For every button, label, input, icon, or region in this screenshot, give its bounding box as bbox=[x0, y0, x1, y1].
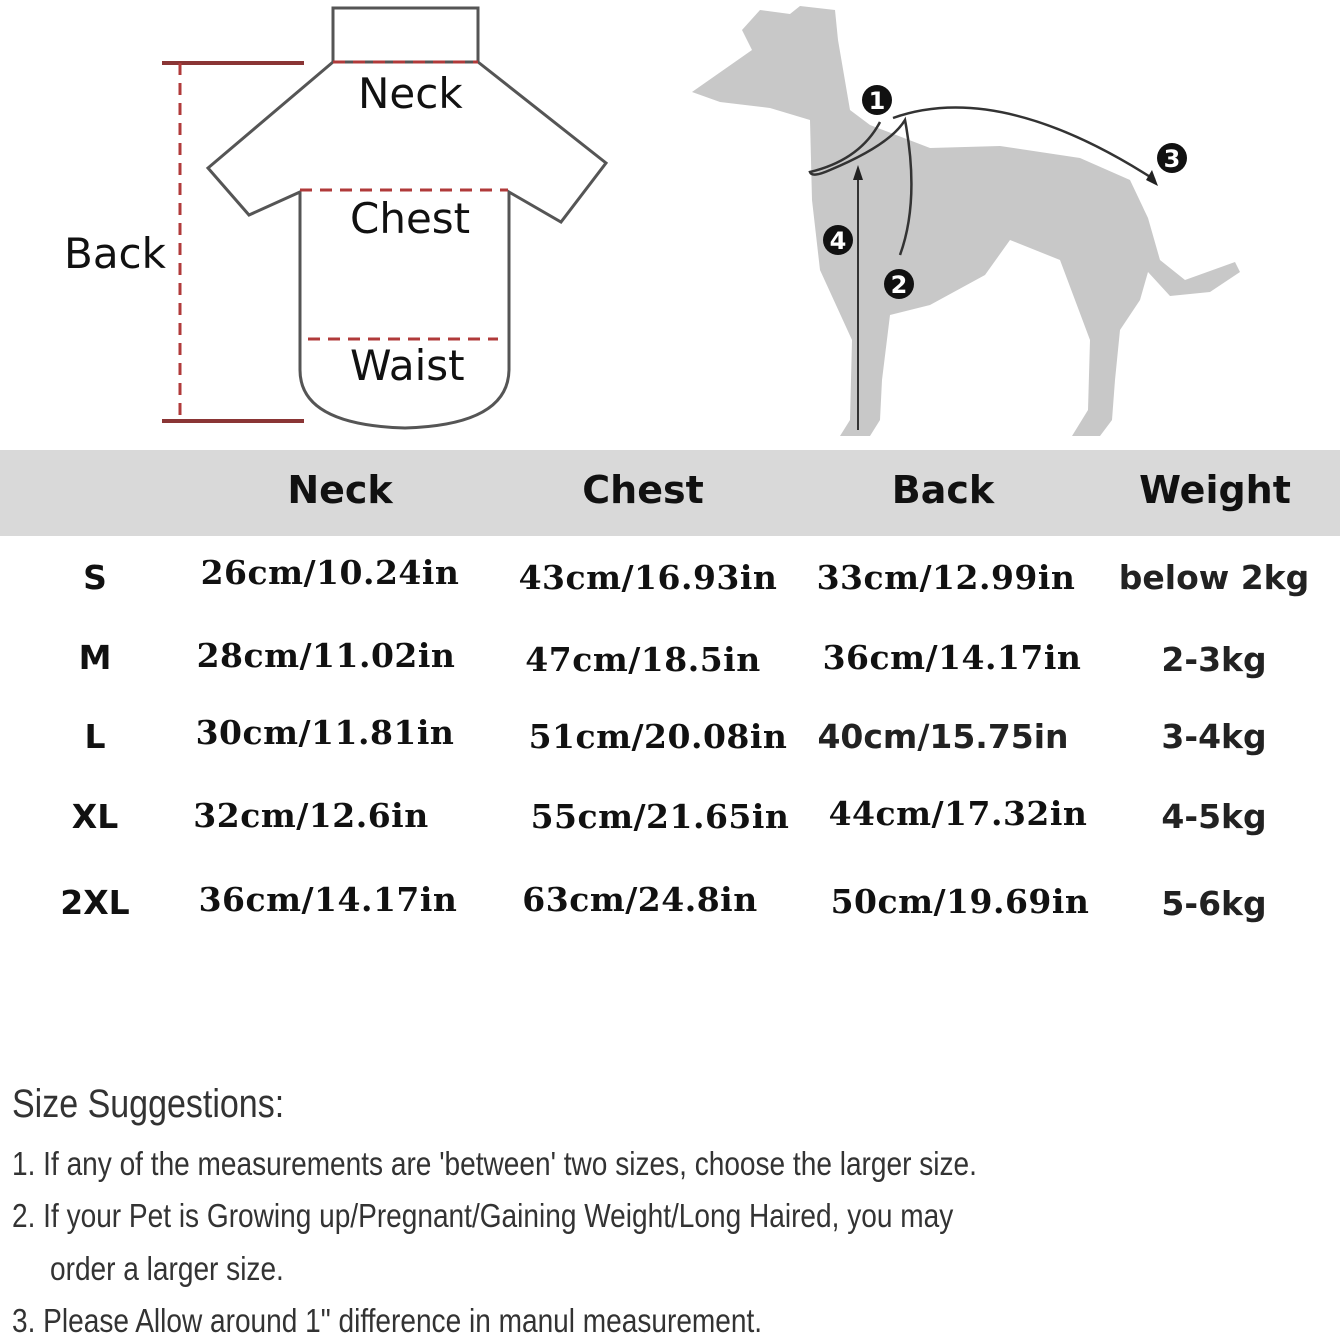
weight-value: 2-3kg bbox=[1161, 640, 1267, 679]
size-label: 2XL bbox=[60, 883, 130, 922]
marker-1: 1 bbox=[862, 85, 892, 115]
label-back: Back bbox=[64, 229, 167, 278]
neck-value: 36cm/14.17in bbox=[198, 880, 458, 919]
marker-4: 4 bbox=[823, 225, 853, 255]
header-weight: Weight bbox=[1139, 468, 1291, 512]
chest-value: 63cm/24.8in bbox=[522, 880, 758, 919]
suggestion-line: 1. If any of the measurements are 'betwe… bbox=[12, 1145, 977, 1182]
neck-value: 26cm/10.24in bbox=[200, 553, 460, 592]
neck-value: 32cm/12.6in bbox=[193, 796, 429, 835]
header-neck: Neck bbox=[287, 468, 393, 512]
measurement-diagram: Neck Chest Waist Back 1 2 3 4 bbox=[64, 6, 1240, 436]
size-label: L bbox=[84, 717, 106, 756]
suggestions-title: Size Suggestions: bbox=[12, 1082, 285, 1126]
back-value: 44cm/17.32in bbox=[828, 794, 1088, 833]
neck-value: 30cm/11.81in bbox=[195, 713, 455, 752]
dog-diagram: 1 2 3 4 bbox=[692, 6, 1240, 436]
label-neck: Neck bbox=[358, 69, 463, 118]
weight-value: 5-6kg bbox=[1161, 884, 1267, 923]
size-label: XL bbox=[71, 797, 119, 836]
back-value: 36cm/14.17in bbox=[822, 638, 1082, 677]
marker-3: 3 bbox=[1157, 143, 1187, 173]
header-chest: Chest bbox=[582, 468, 704, 512]
label-chest: Chest bbox=[350, 194, 470, 243]
size-label: M bbox=[78, 638, 112, 677]
size-label: S bbox=[83, 558, 107, 597]
neck-value: 28cm/11.02in bbox=[196, 636, 456, 675]
weight-value: below 2kg bbox=[1118, 558, 1310, 597]
chest-value: 43cm/16.93in bbox=[518, 558, 778, 597]
dog-silhouette bbox=[692, 6, 1240, 436]
suggestion-line: 3. Please Allow around 1" difference in … bbox=[12, 1302, 763, 1339]
garment-diagram: Neck Chest Waist Back bbox=[64, 6, 609, 430]
weight-value: 3-4kg bbox=[1161, 717, 1267, 756]
weight-value: 4-5kg bbox=[1161, 797, 1267, 836]
back-value: 33cm/12.99in bbox=[816, 558, 1076, 597]
chest-value: 51cm/20.08in bbox=[528, 717, 788, 756]
label-waist: Waist bbox=[350, 341, 465, 390]
svg-text:1: 1 bbox=[869, 87, 886, 115]
suggestion-line: 2. If your Pet is Growing up/Pregnant/Ga… bbox=[12, 1197, 954, 1234]
svg-text:4: 4 bbox=[830, 227, 847, 255]
header-back: Back bbox=[891, 468, 995, 512]
chest-value: 47cm/18.5in bbox=[525, 640, 761, 679]
svg-text:2: 2 bbox=[891, 271, 908, 299]
back-value: 50cm/19.69in bbox=[830, 882, 1090, 921]
marker-2: 2 bbox=[884, 269, 914, 299]
suggestion-line: order a larger size. bbox=[50, 1250, 284, 1287]
chest-value: 55cm/21.65in bbox=[530, 797, 790, 836]
table-header-band bbox=[0, 450, 1340, 536]
back-value: 40cm/15.75in bbox=[817, 717, 1069, 756]
svg-text:3: 3 bbox=[1164, 145, 1181, 173]
